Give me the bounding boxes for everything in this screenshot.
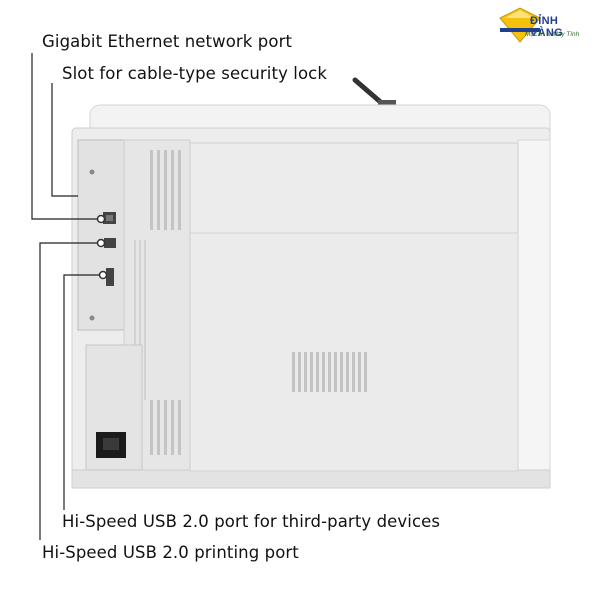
callout-security-lock: Slot for cable-type security lock bbox=[62, 64, 327, 83]
usb-host-port bbox=[106, 268, 114, 286]
printer-side-rail bbox=[517, 139, 551, 481]
brand-name: ĐỈNH VÀNG bbox=[530, 15, 563, 39]
brand-tagline: Mực In & Máy Tính bbox=[525, 31, 580, 38]
brand-watermark: ĐỈNH VÀNG Mực In & Máy Tính bbox=[485, 10, 590, 50]
power-socket bbox=[96, 432, 126, 458]
usb-printing-port bbox=[104, 238, 116, 248]
callout-ethernet: Gigabit Ethernet network port bbox=[42, 32, 293, 51]
callout-usb-host: Hi-Speed USB 2.0 port for third-party de… bbox=[62, 512, 441, 531]
callout-usb-printing: Hi-Speed USB 2.0 printing port bbox=[42, 543, 299, 562]
yellow-gem-logo bbox=[499, 7, 541, 43]
rear-access-door bbox=[189, 142, 519, 234]
ethernet-port bbox=[103, 212, 116, 224]
rear-vent bbox=[292, 352, 367, 392]
leader-lines bbox=[31, 53, 100, 540]
printer-base bbox=[71, 469, 551, 489]
formatter-panel bbox=[77, 139, 125, 331]
